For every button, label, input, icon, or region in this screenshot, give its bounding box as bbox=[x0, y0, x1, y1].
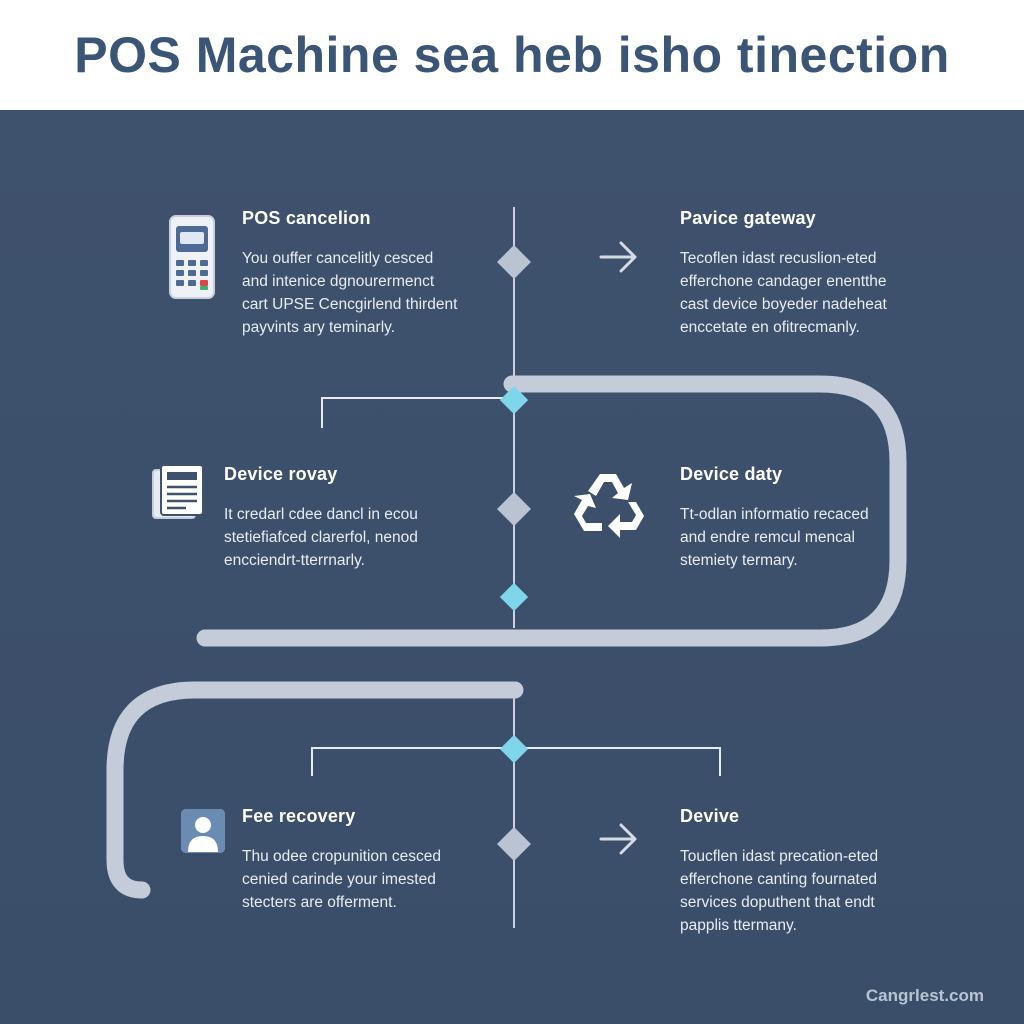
description-line: payvints ary teminarly. bbox=[242, 319, 396, 336]
description-line: Tt-odlan informatio recaced bbox=[680, 506, 869, 523]
description-line: stemiety termary. bbox=[680, 552, 798, 569]
bracket-upper bbox=[321, 397, 514, 428]
node-description: It credarl cdee dancl in ecou stetiefiaf… bbox=[224, 503, 418, 572]
arrow-right-icon bbox=[599, 823, 637, 855]
description-line: cart UPSE Cencgirlend thirdent bbox=[242, 296, 458, 313]
arrow-right-icon bbox=[599, 241, 637, 273]
description-line: encciendrt-tterrnarly. bbox=[224, 552, 365, 569]
description-line: and endre remcul mencal bbox=[680, 529, 855, 546]
loop-connector-left bbox=[106, 681, 524, 899]
node-pos-cancelion: POS cancelion You ouffer cancelitly cesc… bbox=[242, 208, 457, 339]
description-line: You ouffer cancelitly cesced bbox=[242, 250, 434, 267]
description-line: cast device boyeder nadeheat bbox=[680, 296, 887, 313]
node-diamond bbox=[497, 827, 531, 861]
node-heading: Fee recovery bbox=[242, 806, 356, 826]
node-description: Tt-odlan informatio recaced and endre re… bbox=[680, 503, 869, 572]
description-line: Toucflen idast precation-eted bbox=[680, 848, 879, 865]
node-heading: POS cancelion bbox=[242, 208, 371, 228]
node-fee-recovery: Fee recovery Thu odee cropunition cesced… bbox=[242, 806, 441, 914]
description-line: services doputhent that endt bbox=[680, 894, 875, 911]
accent-diamond bbox=[499, 385, 529, 415]
node-heading: Device daty bbox=[680, 464, 783, 484]
pos-terminal-icon bbox=[169, 215, 215, 299]
description-line: Tecoflen idast recuslion-eted bbox=[680, 250, 877, 267]
node-description: Toucflen idast precation-eted efferchone… bbox=[680, 845, 878, 937]
description-line: cenied carinde your imested bbox=[242, 871, 436, 888]
node-device-rovay: Device rovay It credarl cdee dancl in ec… bbox=[224, 464, 418, 572]
accent-diamond bbox=[499, 734, 529, 764]
node-diamond bbox=[497, 245, 531, 279]
node-description: Tecoflen idast recuslion-eted efferchone… bbox=[680, 247, 887, 339]
loop-connector-right bbox=[196, 375, 907, 647]
node-diamond bbox=[497, 492, 531, 526]
node-description: You ouffer cancelitly cesced and intenic… bbox=[242, 247, 457, 339]
node-heading: Device rovay bbox=[224, 464, 338, 484]
node-description: Thu odee cropunition cesced cenied carin… bbox=[242, 845, 441, 914]
header-bar: POS Machine sea heb isho tinection bbox=[0, 0, 1024, 110]
user-icon bbox=[181, 809, 225, 853]
footer-brand: Cangrlest.com bbox=[865, 986, 984, 1005]
description-line: Thu odee cropunition cesced bbox=[242, 848, 442, 865]
description-line: papplis ttermany. bbox=[680, 917, 797, 934]
node-device-daty: Device daty Tt-odlan informatio recaced … bbox=[680, 464, 869, 572]
recycle-icon bbox=[574, 474, 644, 538]
node-devive: Devive Toucflen idast precation-eted eff… bbox=[680, 806, 878, 937]
description-line: stecters are offerment. bbox=[242, 894, 397, 911]
description-line: and intenice dgnourermenct bbox=[242, 273, 435, 290]
description-line: stetiefiafced clarerfol, nenod bbox=[224, 529, 418, 546]
description-line: It credarl cdee dancl in ecou bbox=[224, 506, 418, 523]
description-line: efferchone candager enentthe bbox=[680, 273, 887, 290]
description-line: enccetate en ofitrecmanly. bbox=[680, 319, 860, 336]
document-icon bbox=[152, 464, 204, 519]
node-heading: Pavice gateway bbox=[680, 208, 816, 228]
page-title: POS Machine sea heb isho tinection bbox=[74, 27, 950, 83]
accent-diamond bbox=[499, 582, 529, 612]
description-line: efferchone canting fournated bbox=[680, 871, 878, 888]
node-heading: Devive bbox=[680, 806, 740, 826]
node-pavice-gateway: Pavice gateway Tecoflen idast recuslion-… bbox=[680, 208, 887, 339]
